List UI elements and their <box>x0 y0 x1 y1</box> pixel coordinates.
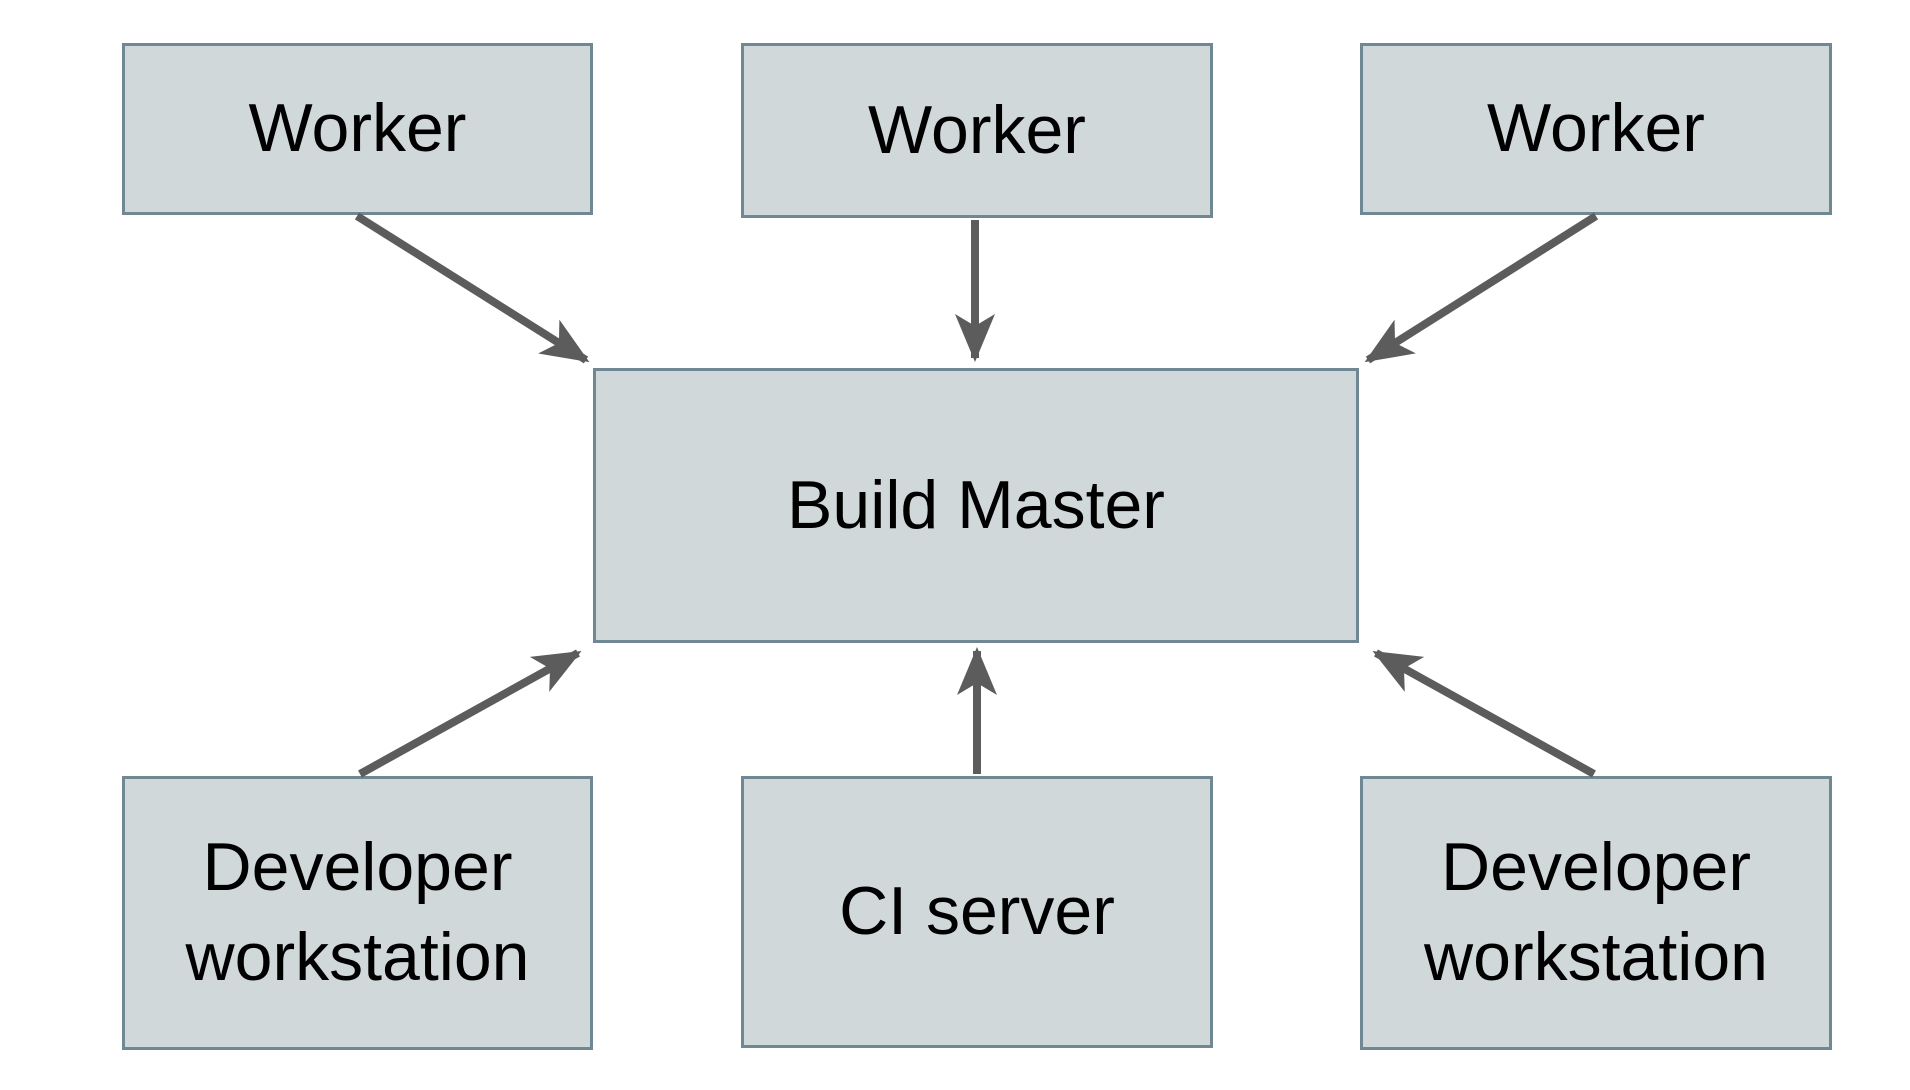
node-developer-workstation-1: Developer workstation <box>122 776 593 1050</box>
edge-devws2-to-buildmaster <box>1372 649 1596 778</box>
node-build-master-label: Build Master <box>787 466 1165 543</box>
node-worker-1-label: Worker <box>248 90 467 167</box>
node-build-master: Build Master <box>593 368 1359 643</box>
edge-worker3-to-buildmaster <box>1364 212 1599 364</box>
node-ci-server-label: CI server <box>839 873 1115 950</box>
node-worker-3: Worker <box>1360 43 1832 215</box>
node-developer-workstation-2: Developer workstation <box>1360 776 1832 1050</box>
node-worker-2-label: Worker <box>868 91 1086 168</box>
edge-worker1-to-buildmaster <box>354 212 590 364</box>
node-ci-server: CI server <box>741 776 1213 1048</box>
node-worker-1: Worker <box>122 43 593 215</box>
node-worker-3-label: Worker <box>1487 90 1705 167</box>
node-developer-workstation-1-label: Developer workstation <box>185 829 530 995</box>
node-worker-2: Worker <box>741 43 1213 218</box>
edge-devws1-to-buildmaster <box>358 649 582 778</box>
node-developer-workstation-2-label: Developer workstation <box>1424 829 1768 995</box>
